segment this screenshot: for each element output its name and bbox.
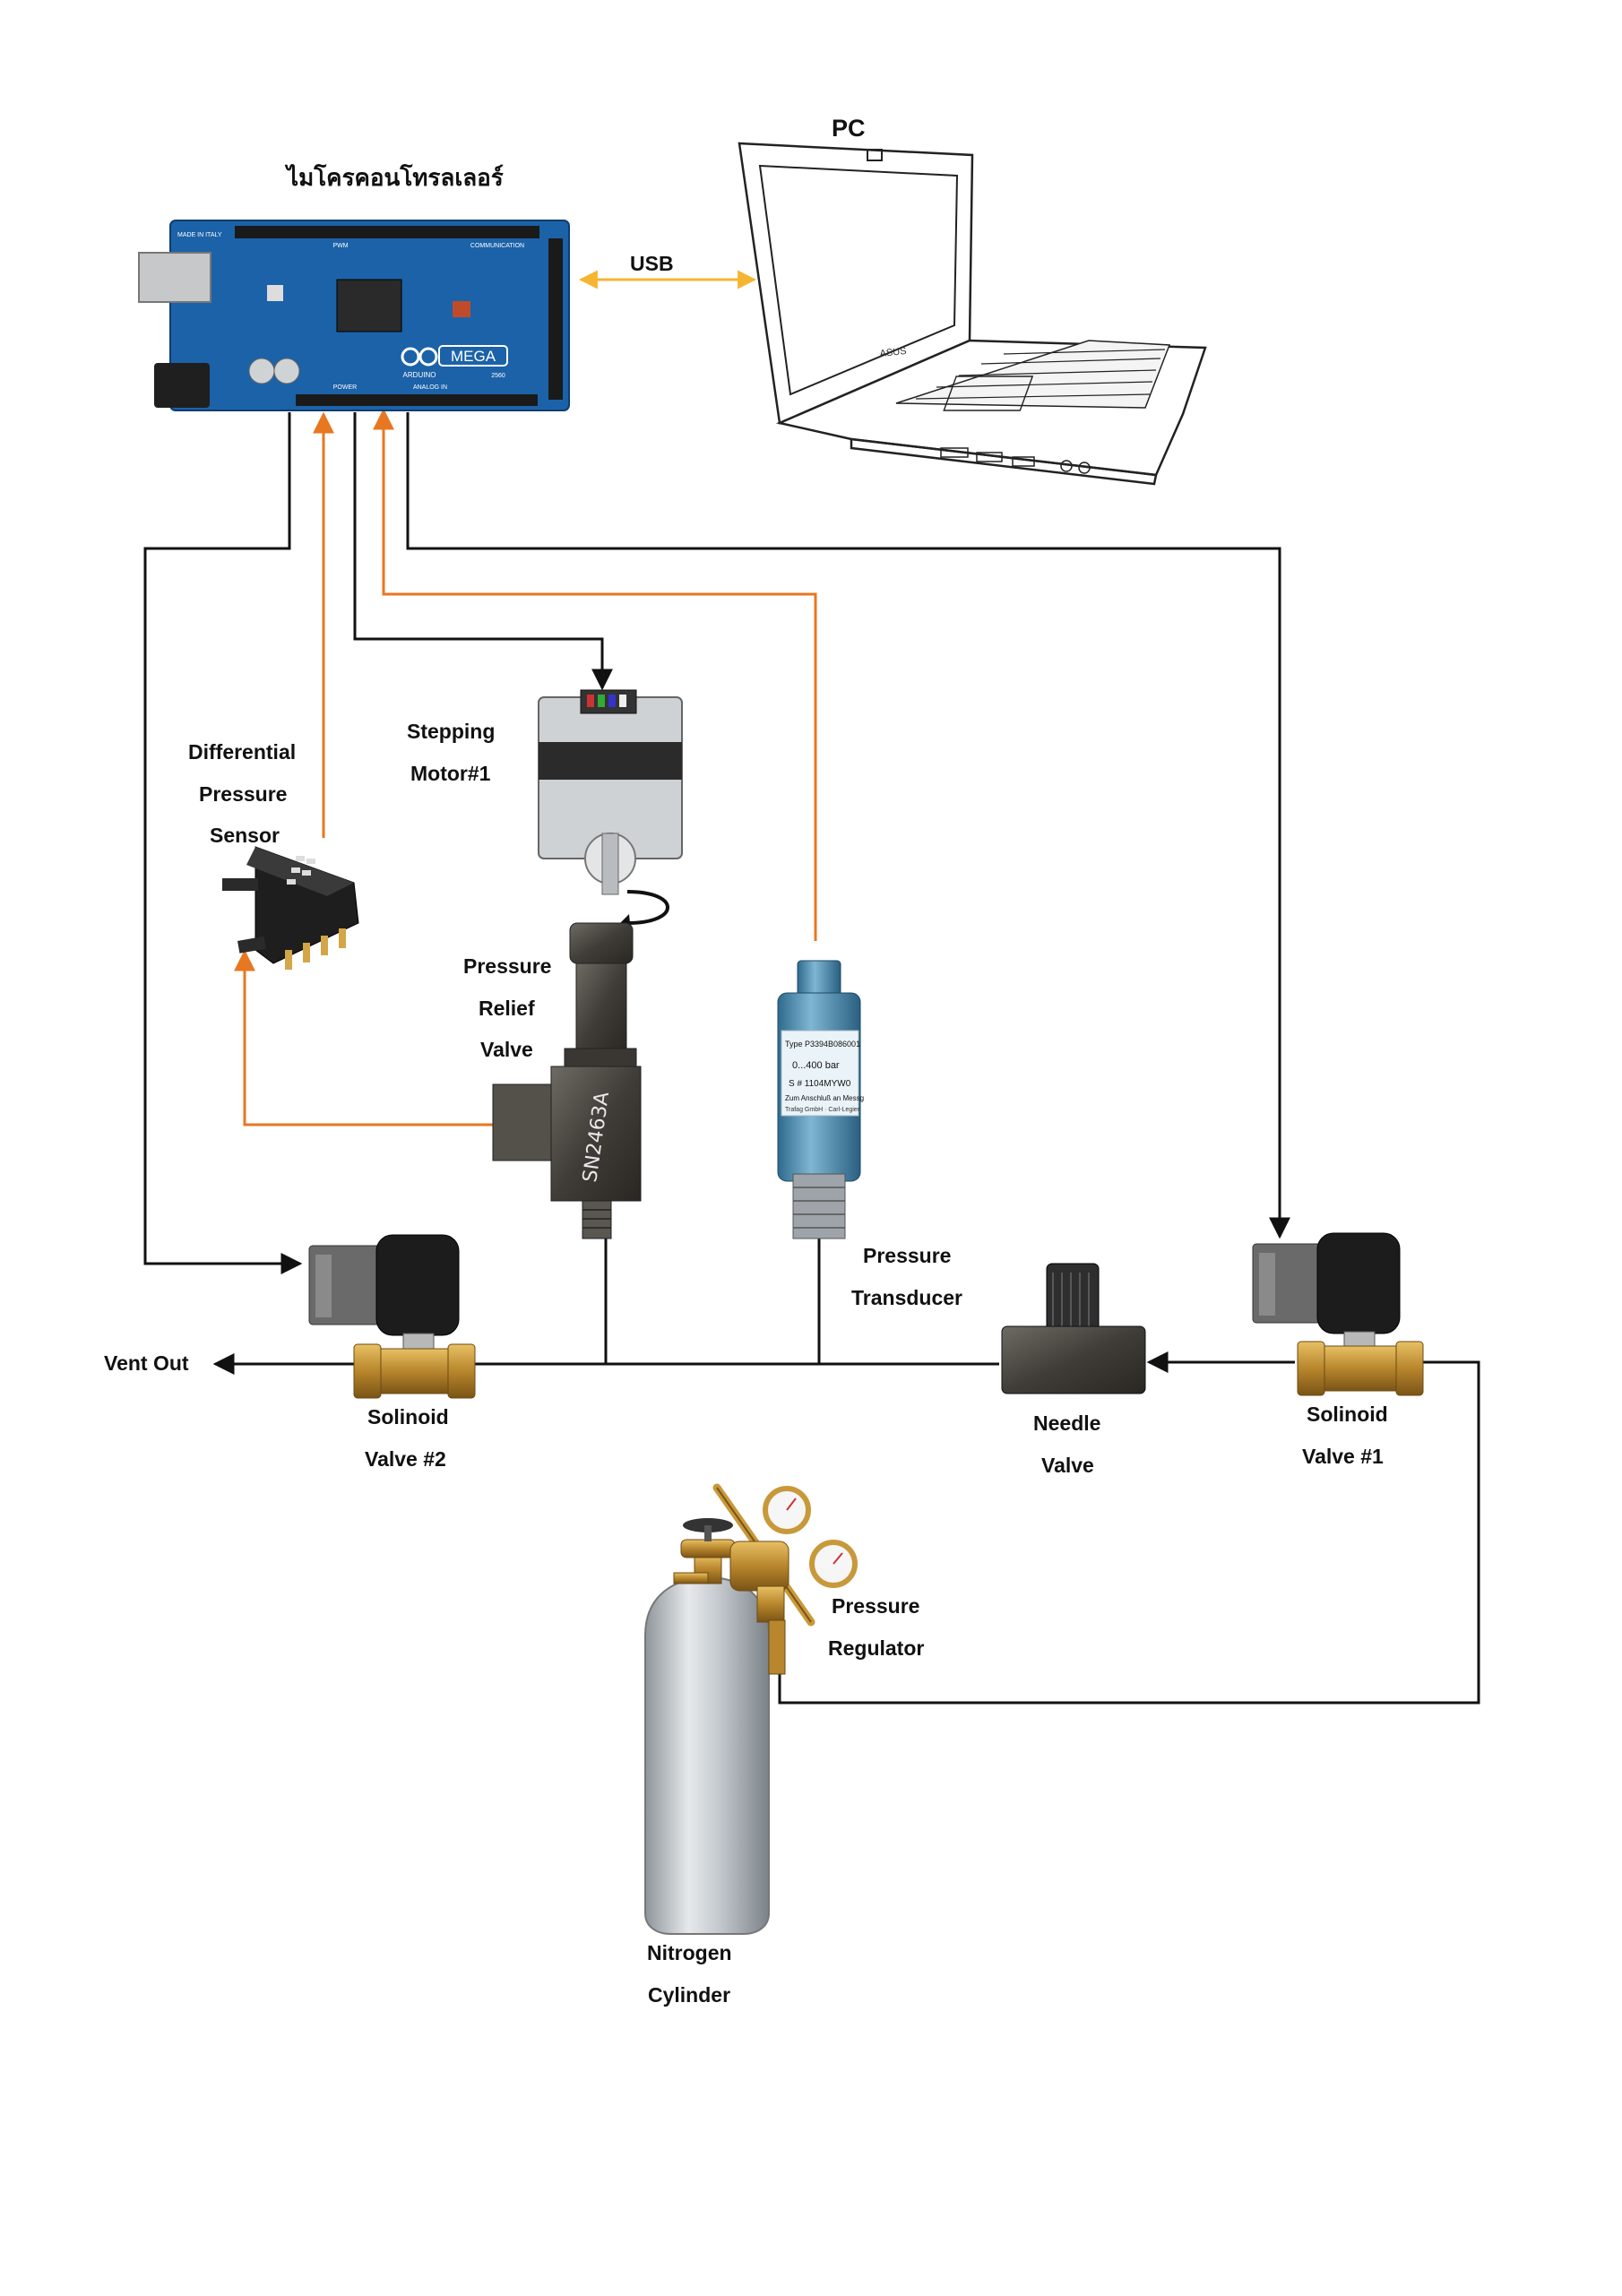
label-solenoid-2-line2: Valve #2 (365, 1447, 446, 1471)
label-vent-out: Vent Out (104, 1351, 189, 1375)
label-diff-sensor-line1: Differential (188, 740, 297, 764)
nitrogen-cylinder (644, 1518, 770, 1935)
label-cylinder-line1: Nitrogen (647, 1941, 732, 1964)
laptop-brand-text: ASUS (879, 346, 907, 359)
label-needle-valve-line1: Needle (1033, 1411, 1101, 1435)
pressure-regulator (712, 1483, 858, 1675)
differential-pressure-sensor (222, 846, 359, 970)
board-power-text: POWER (333, 384, 357, 391)
wiring (143, 270, 1290, 1274)
transducer-range-text: 0...400 bar (792, 1060, 840, 1071)
label-needle-valve-line2: Valve (1041, 1454, 1094, 1477)
label-solenoid-1-line2: Valve #1 (1302, 1445, 1384, 1468)
wire-stepping-motor (353, 412, 613, 691)
transducer-serial-text: S # 1104MYW0 (789, 1079, 851, 1089)
wire-solenoid-2 (143, 412, 303, 1274)
board-power-jack (154, 363, 210, 408)
label-regulator-line2: Regulator (828, 1636, 925, 1660)
pressure-relief-valve: SN2463A (492, 922, 642, 1239)
board-pwm-text: PWM (332, 243, 348, 249)
solenoid-valve-2 (308, 1234, 476, 1399)
laptop-webcam-icon (867, 149, 883, 161)
board-arduino-text: ARDUINO (403, 371, 436, 379)
label-transducer-line1: Pressure (863, 1244, 952, 1267)
board-mcu-chip (336, 279, 402, 332)
label-relief-valve-line3: Valve (480, 1038, 533, 1061)
transducer-maker-text: Trafag GmbH · Carl-Legien (785, 1107, 861, 1113)
transducer-note-text: Zum Anschluß an Messg (785, 1094, 864, 1102)
board-communication-text: COMMUNICATION (470, 243, 524, 249)
arduino-board: MEGA ARDUINO 2560 MADE IN ITALY COMMUNIC… (138, 220, 570, 411)
label-usb: USB (630, 252, 674, 275)
laptop-touchpad (943, 375, 1034, 411)
label-diff-sensor-line2: Pressure (199, 782, 288, 806)
solenoid-valve-1 (1252, 1232, 1424, 1396)
label-diff-sensor-line3: Sensor (210, 824, 280, 847)
label-regulator-line1: Pressure (832, 1594, 920, 1618)
stepping-motor (538, 689, 683, 932)
label-solenoid-1-line1: Solinoid (1307, 1403, 1388, 1426)
pressure-transducer: Type P3394B086001 0...400 bar S # 1104MY… (777, 960, 864, 1239)
needle-valve (1001, 1263, 1146, 1394)
signal-relief-to-sensor (234, 949, 493, 1126)
label-relief-valve-line2: Relief (479, 997, 535, 1020)
laptop-keyboard (915, 349, 1166, 400)
motor-shaft (601, 833, 619, 895)
board-model-text: 2560 (491, 373, 505, 379)
label-cylinder-line2: Cylinder (648, 1983, 731, 2007)
wire-solenoid-1 (406, 412, 1290, 1239)
gas-regulator-to-sol1 (778, 1360, 1480, 1705)
label-stepping-motor-line2: Motor#1 (410, 762, 491, 785)
board-analog-text: ANALOG IN (413, 384, 447, 391)
board-made-in-text: MADE IN ITALY (177, 232, 222, 238)
arduino-logo-icon (401, 347, 438, 367)
gas-lines (212, 1237, 1480, 1705)
label-transducer-line2: Transducer (851, 1286, 962, 1309)
label-relief-valve-line1: Pressure (463, 954, 552, 978)
board-mega-text: MEGA (451, 348, 496, 365)
label-stepping-motor-line1: Stepping (407, 720, 496, 743)
board-usb-port (138, 252, 211, 303)
freescale-logo-icon (287, 856, 315, 885)
signal-transducer (373, 408, 817, 941)
label-microcontroller: ไมโครคอนโทรลเลอร์ (287, 165, 504, 192)
laptop: ASUS (738, 142, 1207, 486)
label-solenoid-2-line1: Solinoid (367, 1405, 449, 1429)
label-pc: PC (832, 115, 866, 142)
rotation-arrow-icon (626, 890, 669, 925)
transducer-type-text: Type P3394B086001 (785, 1040, 860, 1049)
